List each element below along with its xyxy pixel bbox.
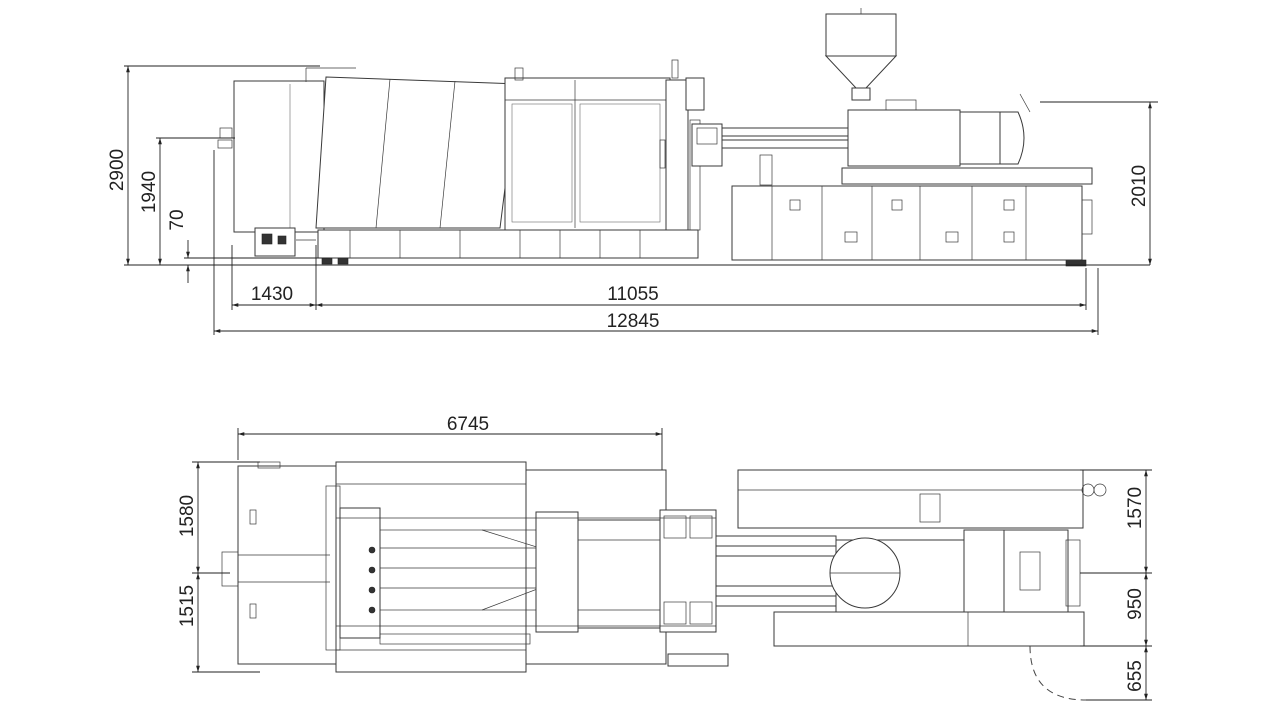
dim-total-length: 12845 <box>607 311 660 332</box>
dim-door-swing: 655 <box>1125 660 1146 692</box>
dim-clamp-length: 6745 <box>447 414 489 435</box>
dim-width-upper-right: 1570 <box>1125 487 1146 529</box>
top-view <box>221 461 1107 701</box>
dim-machine-length: 11055 <box>607 284 658 305</box>
side-view-dimensions: 2900 1940 70 2010 1430 11055 12845 <box>107 65 1158 335</box>
dim-base-offset: 70 <box>167 209 188 230</box>
dim-height-to-axis: 1940 <box>139 171 160 213</box>
dim-width-lower-left: 1515 <box>177 585 198 627</box>
dim-width-mid-right: 950 <box>1125 588 1146 620</box>
dim-overall-height: 2900 <box>107 149 128 191</box>
dim-unit-height: 2010 <box>1129 165 1150 207</box>
dim-front-overhang: 1430 <box>251 284 293 305</box>
side-view <box>217 8 1093 267</box>
top-view-dimensions: 6745 1580 1515 1570 950 655 <box>177 414 1152 701</box>
dim-width-upper-left: 1580 <box>177 495 198 537</box>
